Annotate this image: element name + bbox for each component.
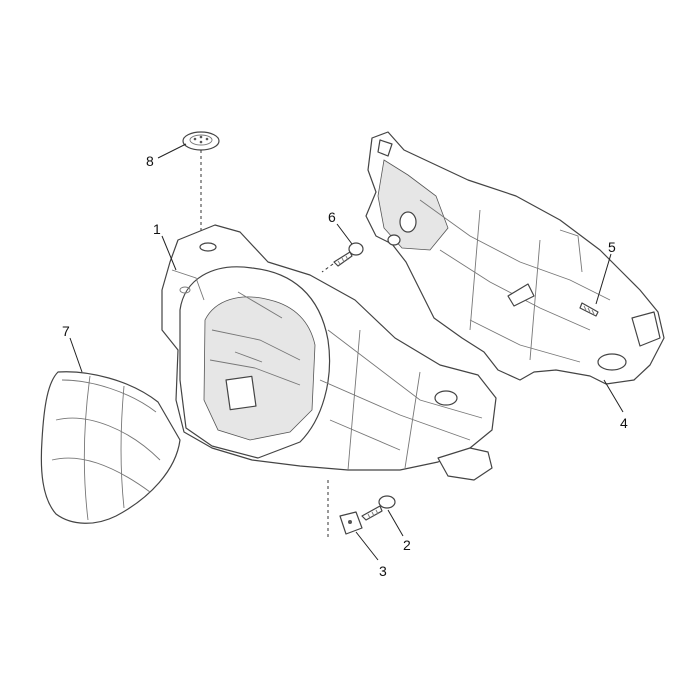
front-handlebar-cover-part-1 — [161, 224, 497, 481]
callout-8: 8 — [146, 153, 154, 169]
callout-labels: 1 2 3 4 5 6 7 8 — [62, 153, 628, 579]
screw-part-6 — [333, 242, 364, 267]
clip-nut-part-3 — [339, 511, 363, 535]
leader-7 — [69, 337, 83, 373]
leader-6 — [336, 223, 353, 245]
callout-6: 6 — [328, 209, 336, 225]
rear-handlebar-cover-part-4 — [365, 131, 665, 385]
leader-1 — [161, 235, 177, 271]
cap-part-8 — [182, 131, 220, 151]
callout-3: 3 — [379, 563, 387, 579]
screw-part-2 — [361, 495, 396, 521]
screw-part-5 — [579, 302, 599, 317]
leader-3 — [355, 531, 379, 561]
leader-8 — [157, 143, 187, 159]
callout-7: 7 — [62, 323, 70, 339]
leader-2 — [387, 509, 404, 537]
leader-4 — [603, 379, 624, 413]
screw-6-axis-line — [321, 263, 334, 273]
callout-5: 5 — [608, 239, 616, 255]
leader-lines — [69, 143, 624, 561]
callout-1: 1 — [153, 221, 161, 237]
leader-5 — [595, 253, 612, 305]
callout-2: 2 — [403, 537, 411, 553]
callout-4: 4 — [620, 415, 628, 431]
front-panel-part-7 — [40, 371, 181, 524]
